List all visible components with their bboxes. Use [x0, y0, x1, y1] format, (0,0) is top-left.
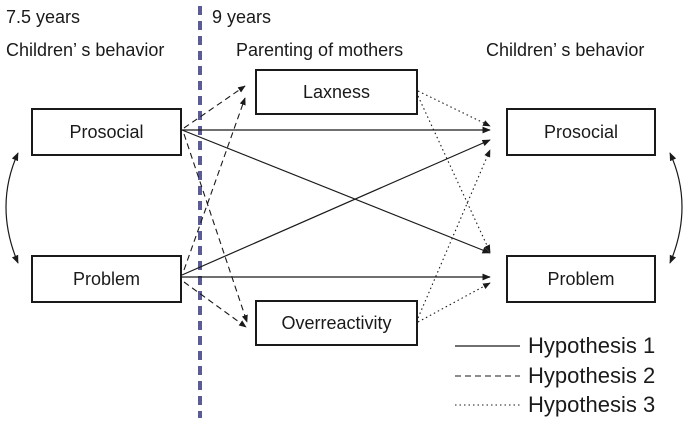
correlation-left — [5, 152, 19, 264]
left-column-title: Children’ s behavior — [6, 40, 165, 60]
node-overreactivity: Overreactivity — [255, 300, 418, 346]
path-prosocial-to-laxness — [183, 85, 246, 129]
right-column-title: Children’ s behavior — [486, 40, 645, 60]
middle-column-title: Parenting of mothers — [236, 40, 404, 60]
left-time-label: 7.5 years — [6, 7, 81, 27]
legend-hypothesis-3: Hypothesis 3 — [528, 392, 656, 417]
path-overreactivity-to-problem — [417, 282, 491, 323]
path-problem-to-overreactivity — [183, 281, 247, 328]
middle-time-label: 9 years — [212, 7, 272, 27]
path-prosocial-to-problem — [181, 129, 491, 254]
path-overreactivity-to-prosocial — [417, 149, 491, 319]
node-problem-left: Problem — [31, 255, 182, 303]
path-problem-to-prosocial — [181, 139, 491, 276]
node-prosocial-right: Prosocial — [506, 108, 656, 156]
legend-hypothesis-1: Hypothesis 1 — [528, 333, 656, 358]
path-prosocial-to-overreactivity — [183, 133, 248, 323]
path-laxness-to-problem — [417, 95, 491, 253]
correlation-right — [669, 152, 683, 264]
node-problem-right: Problem — [506, 255, 656, 303]
path-problem-to-laxness — [183, 97, 246, 271]
node-prosocial-left: Prosocial — [31, 108, 182, 156]
path-laxness-to-prosocial — [417, 90, 491, 127]
node-laxness: Laxness — [255, 69, 418, 115]
legend-hypothesis-2: Hypothesis 2 — [528, 363, 656, 388]
